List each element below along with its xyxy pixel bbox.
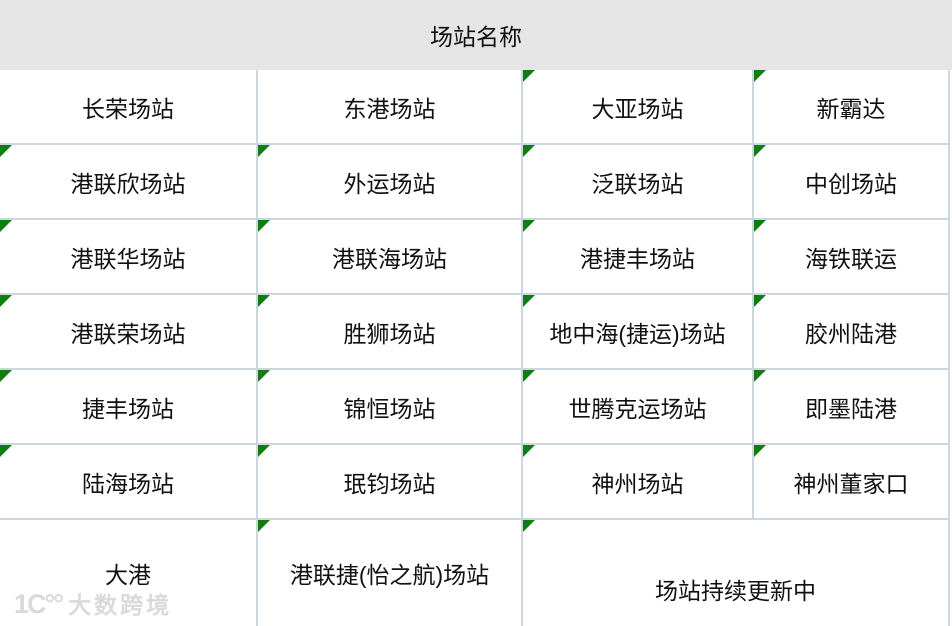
station-cell[interactable]: 外运场站 bbox=[258, 145, 523, 218]
station-name: 神州场站 bbox=[591, 470, 684, 497]
station-name: 中创场站 bbox=[805, 170, 897, 197]
station-cell[interactable]: 世腾克运场站 bbox=[523, 370, 754, 443]
station-cell[interactable]: 港联荣场站 bbox=[0, 295, 258, 368]
corner-marker-icon bbox=[754, 220, 766, 232]
station-cell[interactable]: 大港 bbox=[0, 520, 258, 626]
station-cell[interactable]: 陆海场站 bbox=[0, 445, 258, 518]
corner-marker-icon bbox=[523, 520, 535, 532]
corner-marker-icon bbox=[0, 445, 12, 457]
corner-marker-icon bbox=[258, 145, 270, 157]
station-name: 港联华场站 bbox=[70, 245, 186, 272]
station-name: 神州董家口 bbox=[793, 470, 909, 497]
station-name: 即墨陆港 bbox=[805, 395, 897, 422]
station-name: 外运场站 bbox=[343, 170, 436, 197]
corner-marker-icon bbox=[0, 220, 12, 232]
station-cell[interactable]: 胶州陆港 bbox=[754, 295, 950, 368]
table-row: 港联荣场站 胜狮场站 地中海(捷运)场站 胶州陆港 bbox=[0, 295, 950, 370]
station-cell[interactable]: 东港场站 bbox=[258, 70, 523, 143]
station-cell[interactable]: 神州董家口 bbox=[754, 445, 950, 518]
station-name: 胜狮场站 bbox=[343, 320, 436, 347]
station-name: 大亚场站 bbox=[591, 95, 684, 122]
station-name: 大港 bbox=[105, 562, 151, 588]
station-cell[interactable]: 地中海(捷运)场站 bbox=[523, 295, 754, 368]
station-cell[interactable]: 中创场站 bbox=[754, 145, 950, 218]
station-cell[interactable]: 捷丰场站 bbox=[0, 370, 258, 443]
table-header: 场站名称 bbox=[0, 0, 952, 70]
corner-marker-icon bbox=[0, 145, 12, 157]
station-name: 地中海(捷运)场站 bbox=[549, 320, 726, 347]
status-cell[interactable]: 场站持续更新中 bbox=[523, 520, 950, 626]
station-cell[interactable]: 港联捷(怡之航)场站 bbox=[258, 520, 523, 626]
station-name: 长荣场站 bbox=[82, 95, 174, 122]
station-name: 世腾克运场站 bbox=[568, 395, 707, 422]
station-cell[interactable]: 港联海场站 bbox=[258, 220, 523, 293]
corner-marker-icon bbox=[0, 370, 12, 382]
station-cell[interactable]: 珉钧场站 bbox=[258, 445, 523, 518]
station-name: 港联欣场站 bbox=[70, 170, 186, 197]
station-name: 港捷丰场站 bbox=[580, 245, 695, 272]
table-row: 港联华场站 港联海场站 港捷丰场站 海铁联运 bbox=[0, 220, 950, 295]
station-name: 陆海场站 bbox=[82, 470, 174, 497]
table-row: 大港 港联捷(怡之航)场站 场站持续更新中 bbox=[0, 520, 950, 626]
station-name: 胶州陆港 bbox=[805, 320, 897, 347]
station-cell[interactable]: 胜狮场站 bbox=[258, 295, 523, 368]
station-cell[interactable]: 港捷丰场站 bbox=[523, 220, 754, 293]
corner-marker-icon bbox=[523, 220, 535, 232]
page-title: 场站名称 bbox=[430, 24, 522, 50]
station-name: 港联荣场站 bbox=[70, 320, 186, 347]
station-cell[interactable]: 锦恒场站 bbox=[258, 370, 523, 443]
station-cell[interactable]: 即墨陆港 bbox=[754, 370, 950, 443]
corner-marker-icon bbox=[754, 370, 766, 382]
corner-marker-icon bbox=[0, 295, 12, 307]
station-cell[interactable]: 港联欣场站 bbox=[0, 145, 258, 218]
station-name: 港联海场站 bbox=[332, 245, 447, 272]
station-cell[interactable]: 长荣场站 bbox=[0, 70, 258, 143]
station-name: 锦恒场站 bbox=[343, 395, 436, 422]
station-name: 泛联场站 bbox=[591, 170, 684, 197]
corner-marker-icon bbox=[258, 520, 270, 532]
corner-marker-icon bbox=[754, 145, 766, 157]
station-cell[interactable]: 神州场站 bbox=[523, 445, 754, 518]
station-name: 海铁联运 bbox=[805, 245, 897, 272]
corner-marker-icon bbox=[523, 445, 535, 457]
corner-marker-icon bbox=[258, 445, 270, 457]
station-cell[interactable]: 海铁联运 bbox=[754, 220, 950, 293]
corner-marker-icon bbox=[258, 370, 270, 382]
station-cell[interactable]: 港联华场站 bbox=[0, 220, 258, 293]
station-cell[interactable]: 大亚场站 bbox=[523, 70, 754, 143]
station-name: 东港场站 bbox=[343, 95, 436, 122]
corner-marker-icon bbox=[523, 70, 535, 82]
corner-marker-icon bbox=[258, 295, 270, 307]
status-note: 场站持续更新中 bbox=[655, 578, 816, 604]
station-cell[interactable]: 新霸达 bbox=[754, 70, 950, 143]
station-name: 珉钧场站 bbox=[343, 470, 436, 497]
table-row: 捷丰场站 锦恒场站 世腾克运场站 即墨陆港 bbox=[0, 370, 950, 445]
corner-marker-icon bbox=[258, 220, 270, 232]
corner-marker-icon bbox=[523, 145, 535, 157]
station-cell[interactable]: 泛联场站 bbox=[523, 145, 754, 218]
corner-marker-icon bbox=[523, 295, 535, 307]
table-row: 陆海场站 珉钧场站 神州场站 神州董家口 bbox=[0, 445, 950, 520]
corner-marker-icon bbox=[754, 70, 766, 82]
corner-marker-icon bbox=[523, 370, 535, 382]
corner-marker-icon bbox=[754, 295, 766, 307]
station-name: 港联捷(怡之航)场站 bbox=[289, 562, 490, 588]
station-name: 捷丰场站 bbox=[82, 395, 174, 422]
table-row: 港联欣场站 外运场站 泛联场站 中创场站 bbox=[0, 145, 950, 220]
station-name: 新霸达 bbox=[816, 95, 886, 122]
corner-marker-icon bbox=[754, 445, 766, 457]
table-row: 长荣场站 东港场站 大亚场站 新霸达 bbox=[0, 70, 950, 145]
